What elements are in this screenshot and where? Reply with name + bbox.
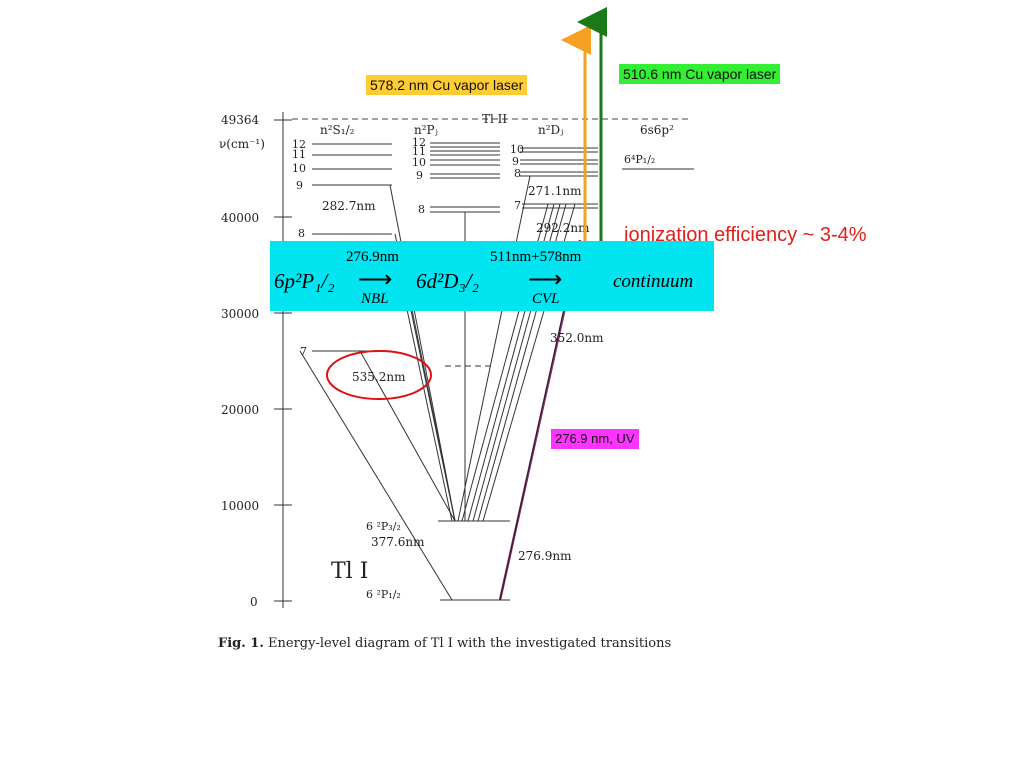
p-level-9: 9 (416, 169, 423, 182)
step1-laser: NBL (361, 291, 389, 307)
ionization-limit-label: 49364 (221, 113, 260, 127)
p-level-11: 11 (412, 145, 426, 158)
cu-vapor-510-label: 510.6 nm Cu vapor laser (619, 64, 781, 84)
y-tick-20000: 20000 (221, 403, 259, 417)
excitation-scheme-box: 6p²P₁/₂ 276.9nm ⟶ NBL 6d²D₃/₂ 511nm+578n… (270, 241, 714, 311)
figure-caption: Fig. 1. Energy-level diagram of Tl I wit… (218, 636, 671, 651)
label-276-9: 276.9nm (518, 549, 572, 563)
label-271-1: 271.1nm (528, 184, 582, 198)
quartet-label: 6⁴P₁/₂ (624, 153, 655, 166)
label-535-2: 535.2nm (352, 370, 406, 384)
y-tick-10000: 10000 (221, 499, 259, 513)
label-377-6: 377.6nm (371, 535, 425, 549)
figure-caption-text: Energy-level diagram of Tl I with the in… (263, 636, 672, 651)
y-ticks (274, 119, 292, 602)
y-axis-label: ν(cm⁻¹) (219, 137, 265, 151)
state-end: continuum (613, 271, 694, 292)
state-mid: 6d²D₃/₂ (416, 269, 479, 293)
p-level-10: 10 (412, 156, 426, 169)
transition-lines (299, 175, 576, 601)
highlight-circle (326, 350, 432, 400)
column-header-d: n²Dⱼ (538, 123, 563, 137)
y-tick-40000: 40000 (221, 211, 259, 225)
d-level-10: 10 (510, 143, 524, 156)
label-282-7: 282.7nm (322, 199, 376, 213)
state-start: 6p²P₁/₂ (274, 269, 335, 293)
d-level-7: 7 (514, 199, 521, 212)
step2-laser: CVL (532, 291, 560, 307)
column-header-p: n²Pⱼ (414, 123, 438, 137)
s-level-7: 7 (300, 345, 307, 358)
d-level-8: 8 (514, 167, 521, 180)
s-level-8: 8 (298, 227, 305, 240)
figure-label: Fig. 1. (218, 636, 264, 651)
label-292-2: 292.2nm (536, 221, 590, 235)
s-level-12: 12 (292, 138, 306, 151)
d-level-9: 9 (512, 155, 519, 168)
ground-label-p32: 6 ²P₃/₂ (366, 520, 401, 533)
p-levels (430, 142, 500, 367)
s-level-10: 10 (292, 162, 306, 175)
step1-wavelength: 276.9nm (346, 249, 399, 265)
s-level-9: 9 (296, 179, 303, 192)
y-tick-0: 0 (250, 595, 258, 609)
s-level-11: 11 (292, 148, 306, 161)
y-tick-30000: 30000 (221, 307, 259, 321)
uv-276-label: 276.9 nm, UV (551, 429, 639, 449)
p-level-12: 12 (412, 136, 426, 149)
ground-label-p12: 6 ²P₁/₂ (366, 588, 401, 601)
ionization-efficiency-note: ionization efficiency ~ 3-4% (624, 224, 867, 246)
column-header-s: n²S₁/₂ (320, 123, 355, 137)
cu-vapor-578-label: 578.2 nm Cu vapor laser (366, 75, 528, 95)
step1-arrow: ⟶ (358, 267, 393, 293)
step2-wavelength: 511nm+578nm (490, 249, 582, 265)
atom-label: Tl I (331, 559, 368, 584)
p-level-8: 8 (418, 203, 425, 216)
label-352-0: 352.0nm (550, 331, 604, 345)
step2-arrow: ⟶ (528, 267, 563, 293)
column-header-6s6p2: 6s6p² (640, 123, 674, 137)
ion-label: Tl II (482, 112, 507, 126)
